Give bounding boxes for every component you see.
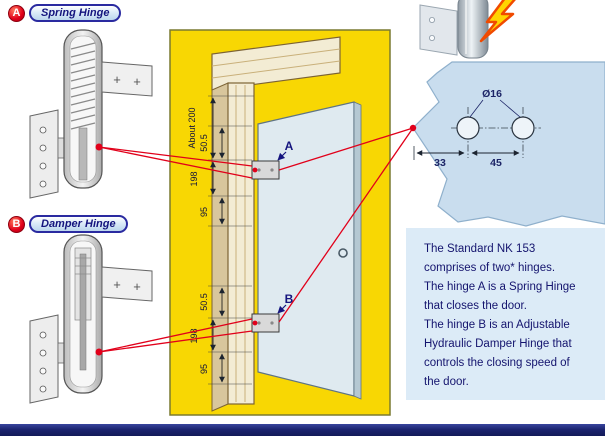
door-hinge-a-label: A [285,139,294,153]
dim-about-200: About 200 [187,107,197,148]
red-connectors [95,124,417,356]
door-frame-drawing: A B [211,36,362,412]
screw-mark: + [113,277,121,292]
door-leaf-edge [353,101,362,400]
door-hinge-b-block [251,313,280,333]
damper-hinge-plate [29,314,59,404]
hole-diameter-label: Ø16 [482,88,502,100]
screw-mark: + [133,74,141,89]
note-box: The Standard NK 153 comprises of two* hi… [406,228,605,400]
footer-bar [0,424,605,436]
damper-rod [79,253,87,371]
note-line: controls the closing speed of [424,357,570,369]
dim-bot-198: 198 [189,328,199,343]
drilling-template-panel: Ø16 33 45 [412,61,605,227]
note-line: The Standard NK 153 [424,243,536,255]
dim-33-label: 33 [434,157,446,169]
dim-top-50-5: 50.5 [199,134,209,152]
door-jamb-front [227,82,255,405]
damper-hinge-drawing: + + [29,234,153,404]
drill-hole-left [456,116,480,140]
photo-plate [419,4,458,56]
note-line: the door. [424,376,469,388]
note-line: The hinge A is a Spring Hinge [424,281,576,293]
lightning-icon [479,0,516,43]
door-hinge-b-label: B [285,292,294,306]
section-a-header: A Spring Hinge [8,4,122,22]
photo-cylinder [457,0,489,59]
drill-hole-right [511,116,535,140]
spring-hinge-cross-plate [101,61,153,97]
door-leaf [257,101,355,397]
door-jamb-side [211,82,229,412]
screw-mark: + [133,279,141,294]
dim-top-198: 198 [189,171,199,186]
badge-b-circle: B [8,215,25,233]
hinge-photo [419,0,516,59]
spring-hinge-drawing: + + [29,29,153,199]
dim-bot-50-5: 50.5 [199,293,209,311]
door-handle [338,248,348,258]
dim-45-label: 45 [490,157,502,169]
screw-mark: + [113,72,121,87]
spring-coil [70,42,96,130]
note-line: that closes the door. [424,300,527,312]
note-line: Hydraulic Damper Hinge that [424,338,572,350]
spring-hinge-plate [29,109,59,199]
badge-b-label: Damper Hinge [29,215,128,233]
note-line: The hinge B is an Adjustable [424,319,570,331]
template-paper [412,61,605,227]
dimensions-bottom: 50.5 198 95 [189,285,252,385]
dimensions-top: About 200 50.5 198 95 [187,95,254,227]
dim-top-95: 95 [199,207,209,217]
dim-bot-95: 95 [199,364,209,374]
note-line: comprises of two* hinges. [424,262,556,274]
badge-a-label: Spring Hinge [29,4,122,22]
badge-a-circle: A [8,4,25,22]
section-b-header: B Damper Hinge [8,215,128,233]
damper-hinge-cross-plate [101,266,153,302]
